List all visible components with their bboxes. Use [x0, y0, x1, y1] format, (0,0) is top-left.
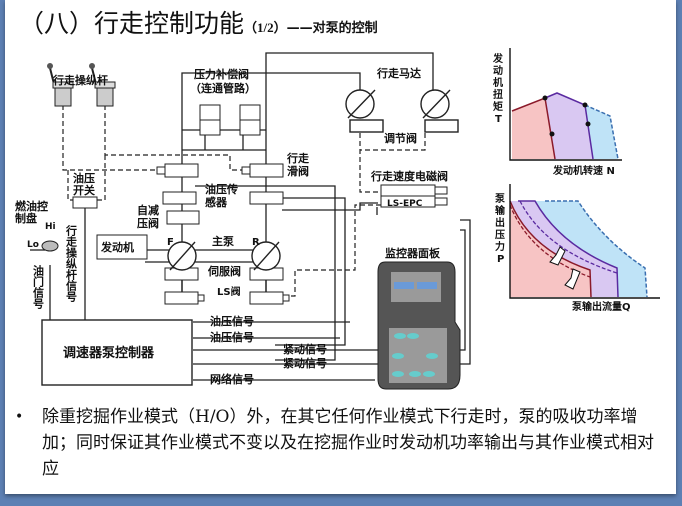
engine-label: 发动机	[100, 240, 134, 254]
ls-valve-label: LS阀	[217, 285, 241, 298]
travel-lever-label: 行走操纵杆	[52, 73, 108, 87]
sensor-label-2: 感器	[205, 195, 228, 209]
servo-valve-label: 伺服阀	[207, 264, 241, 278]
engine-box	[96, 234, 148, 260]
regulator-valve-label: 调节阀	[384, 131, 417, 145]
pilot-lines	[62, 105, 426, 297]
pressure-comp-label-2: （连通管路）	[190, 81, 256, 95]
hi-label: Hi	[45, 222, 56, 232]
solenoid-label: 行走速度电磁阀	[370, 169, 448, 183]
travel-lever-right-icon[interactable]	[89, 63, 116, 107]
bullet-point: • 除重挖掘作业模式（H/O）外，在其它任何作业模式下行走时，泵的吸收功率增加；…	[15, 404, 665, 482]
sensor-label: 油压传	[205, 182, 238, 196]
pressure-comp-label: 压力补偿阀	[194, 67, 249, 81]
slide: （八）行走控制功能（1/2）——对泵的控制	[5, 0, 676, 494]
title-main: （八）行走控制功能	[19, 9, 245, 38]
monitor-panel-label: 监控器面板	[385, 246, 441, 260]
monitor-panel-icon[interactable]	[377, 261, 461, 390]
signal-label-2: 油压信号	[210, 330, 254, 344]
signal-label-1: 油压信号	[210, 314, 254, 328]
hydraulic-diagram: 行走操纵杆 压力补偿阀 （连通管路） 行走马达 调节阀 行走 滑阀 油压传 感器…	[14, 48, 660, 390]
title-page: （1/2）	[244, 20, 287, 35]
title-subtitle: ——对泵的控制	[286, 21, 378, 36]
slide-title: （八）行走控制功能（1/2）——对泵的控制	[19, 4, 378, 40]
main-pump-icons	[167, 241, 281, 271]
bullet-marker: •	[15, 409, 24, 425]
hydraulic-lines	[30, 52, 471, 381]
reducing-valve-label-2: 压阀	[137, 216, 159, 230]
pressure-comp-valves	[199, 104, 261, 136]
lo-label: Lo	[27, 240, 39, 250]
pump-r-label: R	[252, 237, 260, 248]
governor-pump-controller	[41, 319, 193, 386]
pq-xlabel: 泵输出流量Q	[572, 300, 631, 313]
torque-xlabel: 发动机转速 N	[552, 164, 615, 177]
pump-f-label: F	[167, 237, 174, 248]
signal-label-3: 紧动信号	[283, 342, 327, 356]
valve-boxes	[156, 163, 290, 305]
signal-label-4: 紧动信号	[283, 356, 327, 370]
oil-pressure-switch	[72, 196, 98, 209]
travel-motor-icons	[345, 89, 459, 133]
oil-switch-label-2: 开关	[73, 183, 95, 197]
ls-epc-label: LS-EPC	[387, 199, 423, 209]
fuel-dial-knob-icon[interactable]	[41, 240, 59, 252]
travel-lever-left-icon[interactable]	[47, 63, 74, 107]
throttle-signal-label: 油门信号	[32, 264, 45, 310]
bullet-text: 除重挖掘作业模式（H/O）外，在其它任何作业模式下行走时，泵的吸收功率增加；同时…	[42, 407, 654, 479]
controller-label: 调速器泵控制器	[63, 345, 155, 361]
oil-switch-label: 油压	[73, 171, 95, 185]
lever-signal-label: 行走操纵杆信号	[65, 224, 79, 303]
signal-label-5: 网络信号	[210, 372, 254, 386]
fuel-dial-label: 燃油控	[14, 199, 48, 213]
main-pump-label: 主泵	[212, 234, 234, 248]
fuel-dial-label-2: 制盘	[15, 211, 37, 225]
reducing-valve-label: 自减	[137, 203, 159, 217]
travel-spool-label: 行走	[286, 151, 309, 165]
travel-spool-label-2: 滑阀	[287, 164, 309, 178]
travel-motor-label: 行走马达	[376, 66, 421, 80]
